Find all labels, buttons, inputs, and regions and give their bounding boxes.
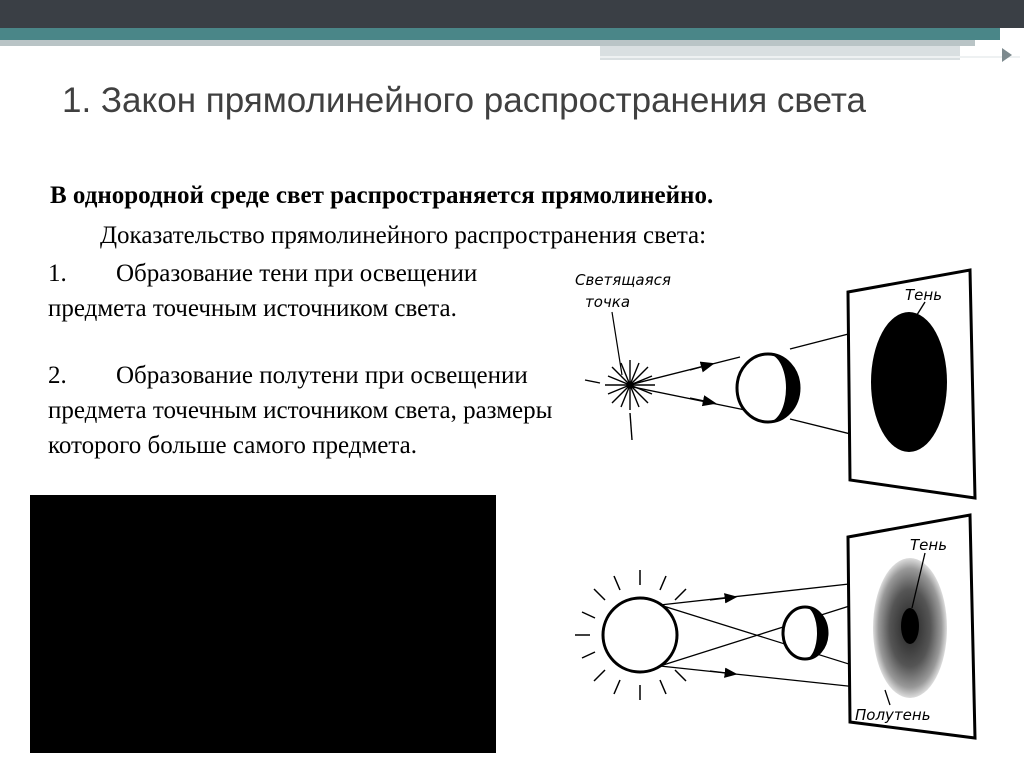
source-label-2: точка xyxy=(585,293,630,311)
shadow-label-2: Тень xyxy=(910,536,947,554)
object-sphere xyxy=(735,352,801,424)
proof-heading: Доказательство прямолинейного распростра… xyxy=(100,222,707,249)
list-item-text: Образование полутени при освещении предм… xyxy=(48,362,553,459)
light-diagram: Светящаяся точка Тень xyxy=(575,268,977,740)
umbra-shadow xyxy=(871,312,947,452)
redacted-block xyxy=(30,495,496,753)
list-item: 1.Образование тени при освещении предмет… xyxy=(48,256,568,326)
point-source-icon xyxy=(584,360,655,441)
penumbra-diagram: Тень Полутень xyxy=(575,513,977,740)
umbra-diagram: Светящаяся точка Тень xyxy=(575,268,977,500)
header-bar-gray xyxy=(0,40,975,46)
object-sphere-2 xyxy=(781,605,829,661)
header-bar-dark xyxy=(0,0,1024,28)
shadow-label: Тень xyxy=(905,286,942,304)
source-label: Светящаяся xyxy=(575,271,671,289)
header-bar-teal xyxy=(0,28,1000,40)
list-item-number: 2. xyxy=(48,362,67,389)
lead-statement: В однородной среде свет распространяется… xyxy=(50,182,714,209)
umbra-shadow-2 xyxy=(901,608,919,644)
corner-arrow-icon xyxy=(1002,48,1012,62)
header-line xyxy=(600,56,1020,58)
slide-title: 1. Закон прямолинейного распространения … xyxy=(62,81,867,120)
list-item: 2.Образование полутени при освещении пре… xyxy=(48,358,568,463)
penumbra-label: Полутень xyxy=(855,706,931,724)
list-item-text: Образование тени при освещении предмета … xyxy=(48,260,478,322)
sun-icon xyxy=(575,570,687,700)
list-item-number: 1. xyxy=(48,260,67,287)
